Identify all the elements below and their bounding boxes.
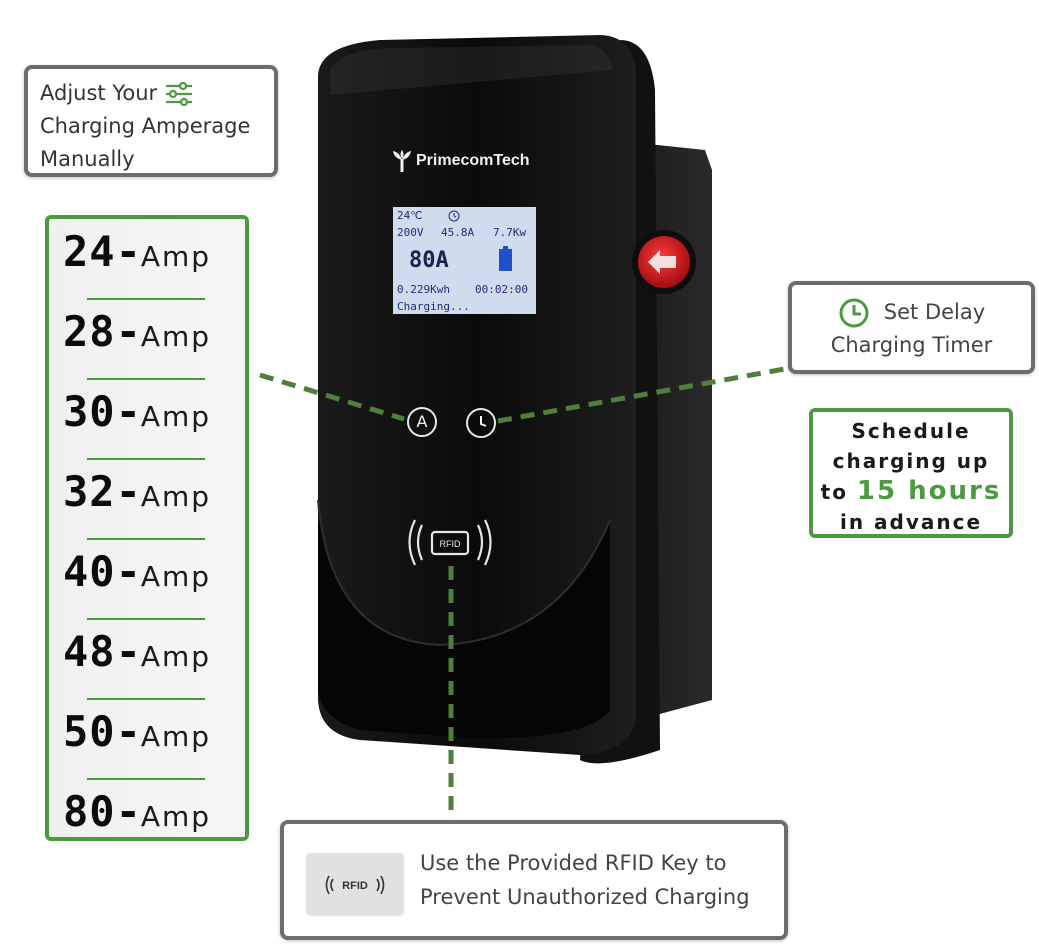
rfid-callout-line1: Use the Provided RFID Key to [420, 851, 727, 875]
adjust-amperage-callout: Adjust Your Charging Amperage Manually [24, 65, 278, 177]
battery-icon [499, 246, 512, 271]
clock-icon [480, 416, 487, 427]
delay-callout-line1: Set Delay [883, 300, 986, 324]
schedule-line1: Schedule [851, 419, 971, 443]
screen-temperature: 24℃ [397, 209, 423, 222]
amperage-option: 28-Amp [63, 307, 245, 387]
screen-status: Charging... [397, 300, 470, 313]
delay-timer-callout: Set Delay Charging Timer [788, 281, 1035, 374]
amperage-option: 30-Amp [63, 387, 245, 467]
rfid-icon: RFID [325, 875, 385, 894]
divider [87, 458, 205, 460]
clock-icon [839, 298, 869, 328]
rfid-card-image: RFID [307, 854, 403, 915]
schedule-callout: Schedule charging up to 15 hours in adva… [809, 408, 1013, 538]
divider [87, 698, 205, 700]
screen-time: 00:02:00 [475, 283, 528, 296]
schedule-highlight: 15 hours [856, 476, 1002, 506]
rfid-reader-label: RFID [440, 539, 461, 549]
schedule-line2: charging up [832, 449, 990, 473]
screen-voltage: 200V [397, 226, 424, 239]
timer-button[interactable] [466, 408, 496, 438]
amperage-option: 32-Amp [63, 467, 245, 547]
adjust-callout-line3: Manually [40, 147, 135, 171]
rfid-reader-icon [408, 519, 492, 566]
brand-logo-icon [393, 150, 411, 172]
schedule-line3-prefix: to [820, 480, 848, 504]
brand-name: PrimecomTech [416, 152, 530, 170]
delay-callout-line2: Charging Timer [830, 333, 993, 357]
rfid-key-callout: RFID Use the Provided RFID Key to Preven… [280, 820, 788, 940]
screen-amperage: 80A [409, 248, 449, 273]
adjust-callout-line1: Adjust Your [40, 81, 158, 105]
amperage-button[interactable]: A [407, 407, 437, 437]
divider [87, 298, 205, 300]
screen-energy: 0.229Kwh [397, 283, 450, 296]
divider [87, 538, 205, 540]
adjust-callout-line2: Charging Amperage [40, 114, 251, 138]
screen-current: 45.8A [441, 226, 475, 239]
rfid-card-label: RFID [342, 880, 368, 892]
rfid-callout-line2: Prevent Unauthorized Charging [420, 885, 750, 909]
sliders-icon [166, 81, 193, 107]
brand-logo: PrimecomTech [392, 150, 530, 172]
amperage-option: 80-Amp [63, 787, 212, 836]
amperage-options-panel: 24-Amp 28-Amp 30-Amp 32-Amp 40-Amp 48-Am… [45, 215, 249, 841]
divider [87, 778, 205, 780]
amperage-option: 24-Amp [63, 227, 245, 307]
divider [87, 378, 205, 380]
clock-icon [448, 210, 460, 222]
amperage-option: 50-Amp [63, 707, 245, 787]
amperage-option: 48-Amp [63, 627, 245, 707]
lcd-screen: 24℃ 200V 45.8A 7.7Kw 80A 0.229Kwh 00:02:… [393, 207, 536, 314]
ev-charger-illustration: RFID [317, 35, 712, 764]
screen-power: 7.7Kw [493, 226, 527, 239]
divider [87, 618, 205, 620]
schedule-line4: in advance [839, 510, 983, 534]
amperage-option: 40-Amp [63, 547, 245, 627]
